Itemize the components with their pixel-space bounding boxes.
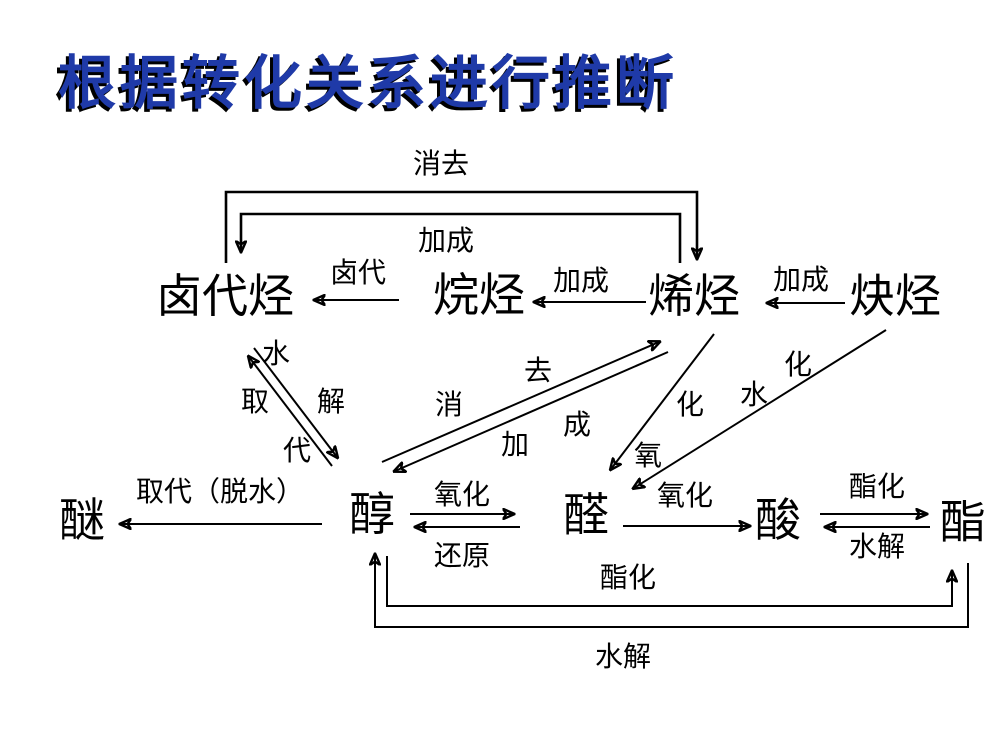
node-alcohol: 醇 (349, 487, 395, 541)
edge-label-hydrolysis-bottom: 水解 (594, 640, 652, 673)
edge-label-oxidation-char-hua: 化 (675, 388, 705, 421)
edge-label-hydrolysis-char-jie: 解 (316, 385, 346, 418)
edge-alkene-to-alcohol-addition (395, 351, 669, 471)
node-ether: 醚 (59, 493, 105, 547)
edge-label-oxidation-alcohol-aldehyde: 氧化 (433, 478, 491, 511)
node-ester: 酯 (940, 495, 986, 549)
node-alkane: 烷烃 (433, 268, 525, 322)
edge-alkene-to-aldehyde-oxidation (611, 333, 715, 469)
edge-haloalkane-to-alkene-elimination (224, 190, 697, 263)
node-aldehyde: 醛 (563, 488, 609, 542)
edge-alcohol-to-alkene-elimination (381, 342, 659, 463)
edge-label-esterification-acid-ester: 酯化 (848, 470, 906, 503)
edge-label-substitution-char-dai: 代 (282, 434, 312, 467)
edge-label-substitution-dehydration: 取代（脱水） (135, 475, 305, 508)
edge-label-elimination-top: 消去 (412, 147, 470, 180)
edge-label-addition-top: 加成 (417, 224, 475, 257)
edge-label-elimination-char-qu: 去 (523, 354, 553, 387)
edge-alkene-to-haloalkane-addition (241, 212, 682, 263)
node-haloalkane: 卤代烃 (156, 269, 294, 323)
edge-haloalkane-to-alcohol-hydrolysis (253, 347, 337, 457)
edge-alcohol-to-haloalkane-substitution (249, 357, 333, 467)
edge-label-hydration-char-hua: 化 (783, 348, 813, 381)
edge-label-reduction: 还原 (433, 539, 491, 572)
edge-label-substitution-char-qu: 取 (240, 385, 270, 418)
node-alkene: 烯烃 (648, 269, 740, 323)
node-acid: 酸 (755, 493, 801, 547)
edge-ester-to-alcohol-hydrolysis (375, 555, 969, 628)
edge-label-hydration-char-shui: 水 (739, 378, 769, 411)
slide-title: 根据转化关系进行推断 (58, 49, 679, 117)
edge-label-addition-alkyne-alkene: 加成 (772, 263, 830, 296)
edge-label-oxidation-aldehyde-acid: 氧化 (656, 479, 714, 512)
node-alkyne: 炔烃 (849, 269, 941, 323)
edge-label-addition-char-jia: 加 (500, 428, 530, 461)
edge-label-addition-alkene-alkane: 加成 (552, 264, 610, 297)
edge-alcohol-to-ester-esterification (386, 556, 952, 607)
edge-alkyne-to-aldehyde-hydration (634, 329, 887, 488)
edge-label-halogenation: 卤代 (329, 256, 387, 289)
edge-label-oxidation-char-yang: 氧 (633, 439, 663, 472)
edge-label-esterification-bottom: 酯化 (599, 561, 657, 594)
edge-label-hydrolysis-ester-acid: 水解 (848, 530, 906, 563)
edge-label-addition-char-cheng: 成 (562, 408, 592, 441)
edge-label-hydrolysis-char-shui: 水 (261, 337, 291, 370)
edge-label-elimination-char-xiao: 消 (434, 388, 464, 421)
